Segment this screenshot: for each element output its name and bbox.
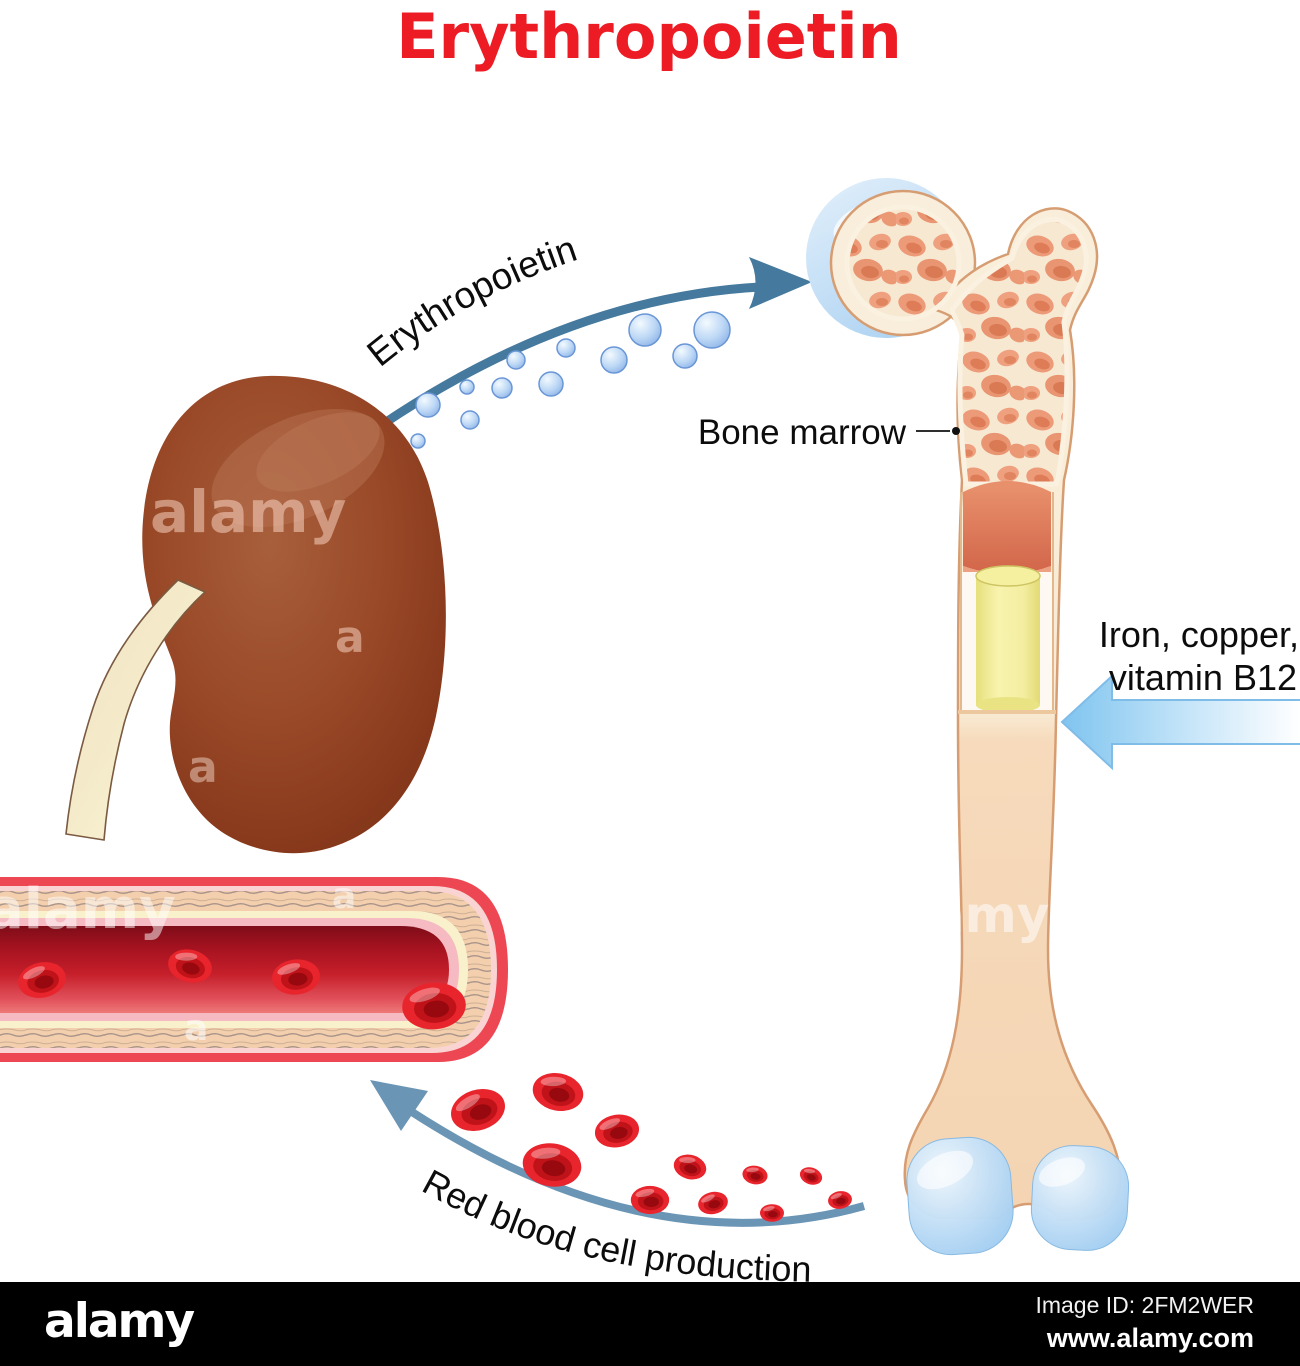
- nutrients-label: Iron, copper, vitamin B12: [1099, 614, 1299, 698]
- alamy-url-text: www.alamy.com: [1046, 1323, 1254, 1353]
- svg-text:Iron, copper,: Iron, copper,: [1099, 614, 1299, 655]
- arrowhead-icon: [370, 1080, 428, 1131]
- watermarks: alamy a a alamy a a alamy: [0, 478, 1049, 1049]
- svg-text:alamy: alamy: [880, 886, 1049, 944]
- svg-text:alamy: alamy: [0, 877, 176, 942]
- erythropoietin-arrow: [357, 257, 812, 444]
- svg-text:a: a: [188, 742, 218, 793]
- bone-marrow-spongy-shaft: [949, 216, 1089, 487]
- red-marrow: [963, 481, 1051, 574]
- nutrients-arrow: [1060, 673, 1300, 771]
- bone-marrow-label: Bone marrow: [698, 413, 907, 452]
- svg-text:a: a: [335, 612, 365, 663]
- svg-text:a: a: [184, 1008, 208, 1049]
- svg-text:vitamin B12: vitamin B12: [1109, 657, 1297, 698]
- erythropoietin-droplets: [397, 311, 731, 511]
- bone-marrow-spongy-head: [844, 204, 962, 322]
- alamy-footer-bar: alamy Image ID: 2FM2WER www.alamy.com: [0, 1282, 1300, 1366]
- svg-text:alamy: alamy: [150, 478, 346, 546]
- yellow-marrow: [976, 576, 1040, 706]
- ureter-illustration: [65, 579, 207, 841]
- arrowhead-icon: [749, 257, 812, 309]
- image-id-text: Image ID: 2FM2WER: [1035, 1292, 1254, 1318]
- femur-bone-illustration: [806, 178, 1130, 1256]
- erythropoietin-arrow-label: Erythropoietin: [359, 228, 581, 374]
- blood-vessel-illustration: [0, 877, 508, 1062]
- diagram-title: Erythropoietin: [396, 0, 902, 73]
- alamy-logo: alamy: [44, 1294, 195, 1349]
- svg-text:a: a: [332, 876, 356, 917]
- condyle-cartilage: [906, 1136, 1130, 1256]
- pointer-dot-icon: [952, 427, 960, 435]
- kidney-illustration: [142, 375, 446, 854]
- bone-marrow-annotation: Bone marrow: [698, 413, 960, 452]
